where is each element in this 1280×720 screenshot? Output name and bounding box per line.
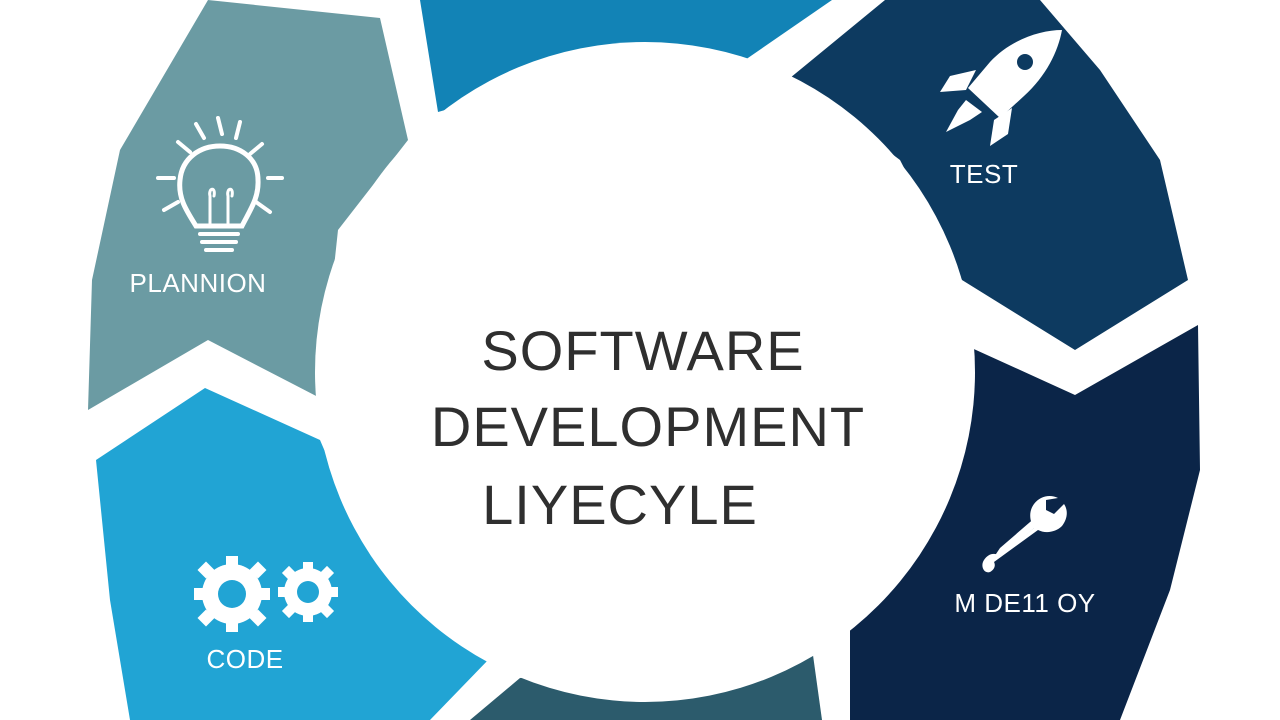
title-line-3: LIYECYLE bbox=[482, 473, 758, 536]
wrench-icon bbox=[982, 496, 1067, 573]
code-label: CODE bbox=[206, 644, 283, 674]
deploy-label: M DE11 OY bbox=[954, 588, 1095, 618]
center-circle bbox=[315, 42, 975, 702]
segment-code-shape bbox=[96, 388, 490, 720]
title-line-1: SOFTWARE bbox=[481, 319, 804, 382]
planning-label: PLANNION bbox=[130, 268, 267, 298]
title-line-2: DEVELOPMENT bbox=[431, 395, 865, 458]
test-label: TEST bbox=[950, 159, 1018, 189]
segment-code bbox=[96, 388, 490, 720]
lightbulb-icon bbox=[156, 116, 284, 252]
gear-small-icon bbox=[278, 562, 338, 622]
segment-test bbox=[790, 0, 1188, 350]
gears-icon bbox=[194, 556, 338, 632]
rocket-icon bbox=[940, 30, 1062, 146]
gear-large-icon bbox=[194, 556, 270, 632]
segment-test-shape bbox=[790, 0, 1188, 350]
segment-deploy-shape bbox=[850, 325, 1200, 720]
segment-deploy bbox=[850, 325, 1200, 720]
